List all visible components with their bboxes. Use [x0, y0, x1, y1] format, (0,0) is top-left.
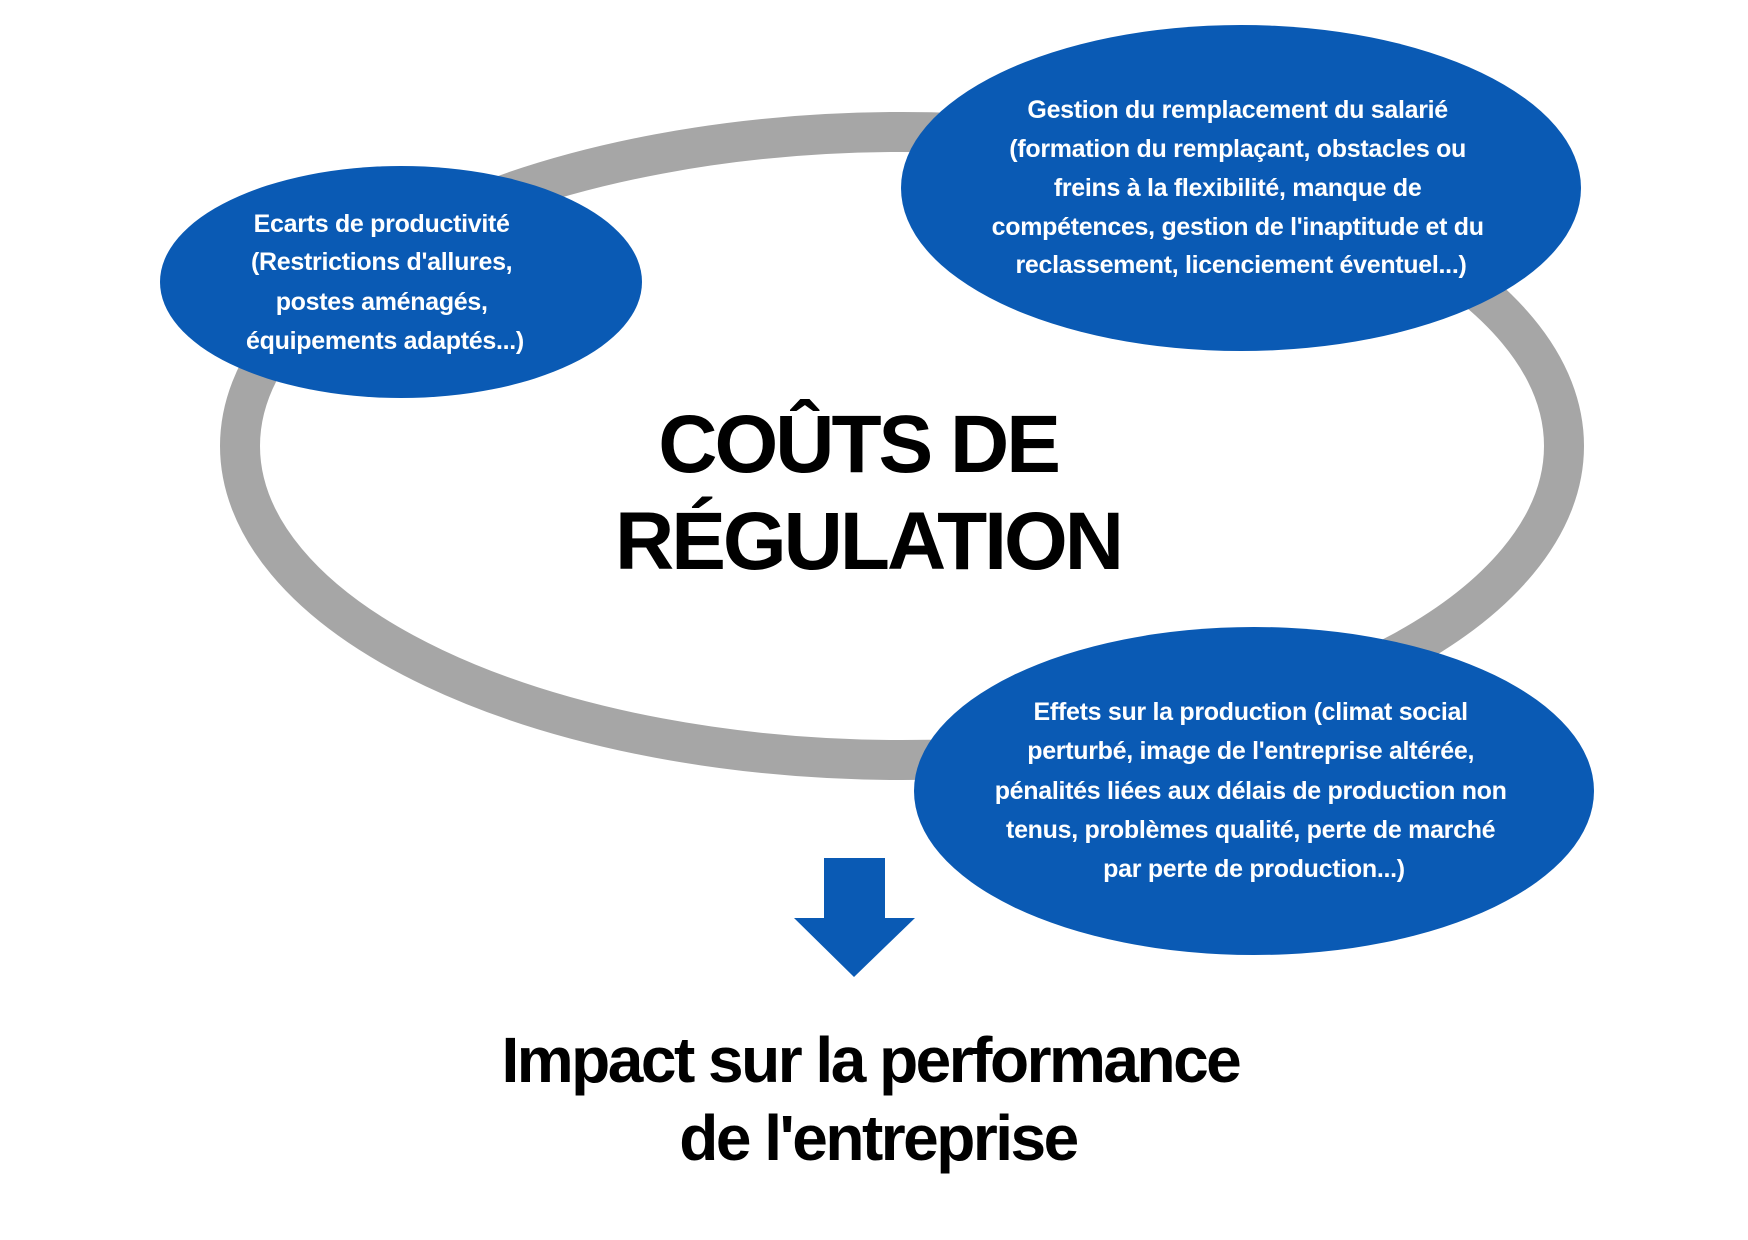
center-title: COÛTS DE RÉGULATION — [615, 399, 1121, 587]
arrow-down-icon — [794, 858, 915, 977]
bubble-line: (formation du remplaçant, obstacles ou — [1009, 135, 1466, 163]
bubble-production: Effets sur la production (climat social … — [914, 627, 1594, 955]
bubble-line: Gestion du remplacement du salarié — [1027, 96, 1448, 124]
bubble-line: pénalités liées aux délais de production… — [995, 777, 1507, 805]
cycle-ring — [220, 112, 1584, 780]
bubble-line: par perte de production...) — [1103, 855, 1405, 883]
center-title-line: COÛTS DE — [658, 399, 1058, 490]
svg-text:Effets sur la production (clim: Effets sur la production (climat social … — [995, 698, 1514, 883]
impact-line: de l'entreprise — [679, 1102, 1077, 1174]
bubble-line: Effets sur la production (climat social — [1034, 698, 1468, 726]
bubble-line: perturbé, image de l'entreprise altérée, — [1027, 737, 1474, 765]
bubble-line: freins à la flexibilité, manque de — [1054, 174, 1422, 202]
center-title-line: RÉGULATION — [615, 496, 1121, 587]
svg-text:Ecarts de productivité (: Ecarts de productivité (Restrictions d'a… — [246, 210, 524, 355]
impact-line: Impact sur la performance — [501, 1024, 1240, 1096]
bubble-line: Ecarts de productivité — [254, 210, 510, 238]
impact-text: Impact sur la performance de l'entrepris… — [501, 1024, 1254, 1174]
svg-text:Gestion du remplacement du sal: Gestion du remplacement du salarié (form… — [992, 96, 1491, 279]
bubble-line: équipements adaptés...) — [246, 327, 524, 355]
bubble-productivity: Ecarts de productivité (Restrictions d'a… — [160, 166, 642, 398]
bubble-line: tenus, problèmes qualité, perte de march… — [1006, 816, 1496, 844]
bubble-line: reclassement, licenciement éventuel...) — [1015, 251, 1466, 279]
bubble-replacement: Gestion du remplacement du salarié (form… — [901, 25, 1581, 351]
bubble-line: compétences, gestion de l'inaptitude et … — [992, 213, 1484, 241]
bubble-line: postes aménagés, — [276, 288, 488, 316]
bubble-line: (Restrictions d'allures, — [251, 248, 512, 276]
